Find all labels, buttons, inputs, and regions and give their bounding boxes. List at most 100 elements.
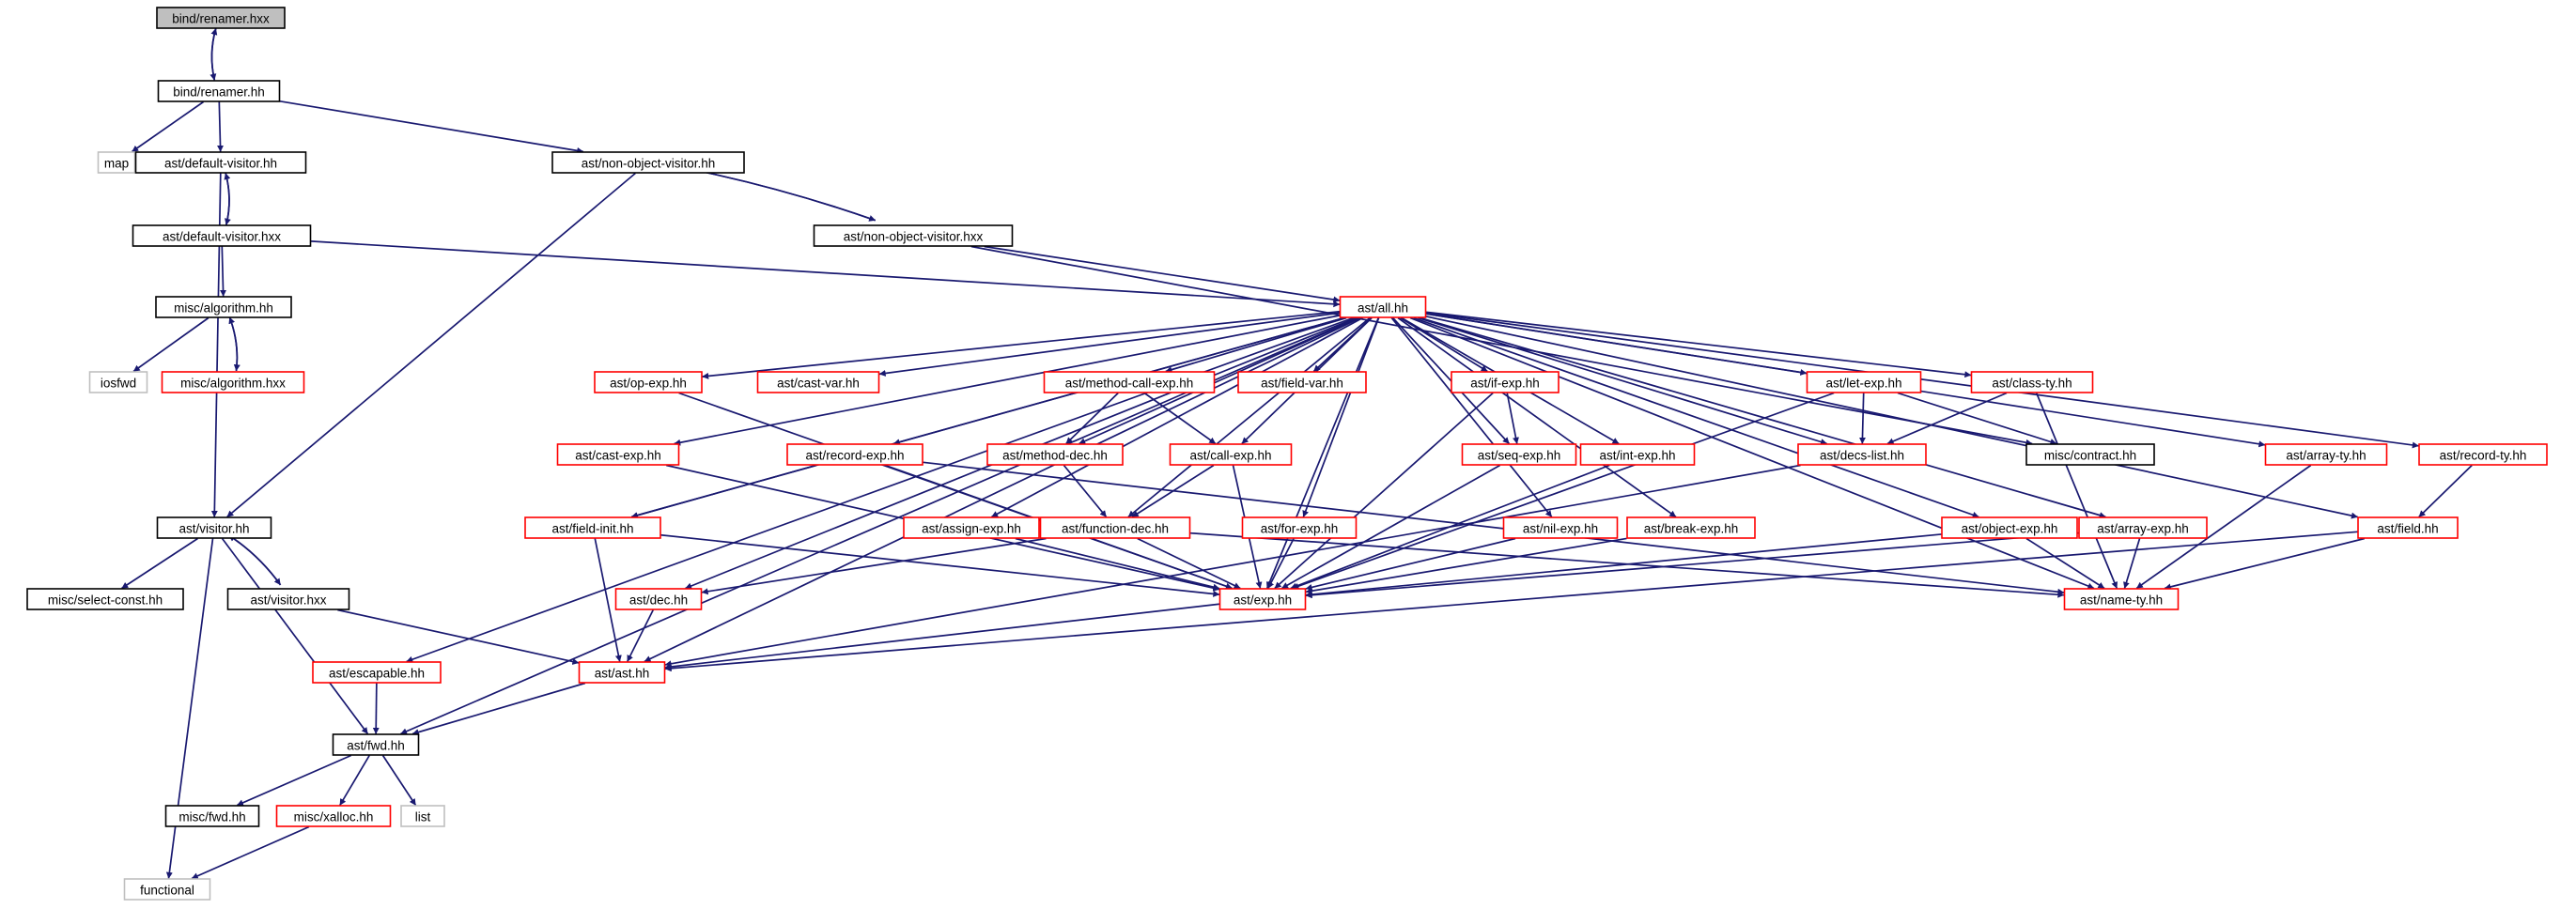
graph-node-function-dec[interactable]: ast/function-dec.hh [1039,516,1191,539]
graph-node-visitor-hh[interactable]: ast/visitor.hh [156,516,272,539]
graph-node-non-object-visitor-hh[interactable]: ast/non-object-visitor.hh [551,151,745,174]
graph-node-array-ty[interactable]: ast/array-ty.hh [2264,443,2388,466]
graph-node-method-call-exp[interactable]: ast/method-call-exp.hh [1043,371,1216,393]
graph-node-dec[interactable]: ast/dec.hh [614,588,703,610]
node-label: ast/for-exp.hh [1261,522,1339,536]
graph-node-field-init[interactable]: ast/field-init.hh [524,516,661,539]
graph-node-field[interactable]: ast/field.hh [2357,516,2459,539]
graph-node-if-exp[interactable]: ast/if-exp.hh [1451,371,1560,393]
graph-node-visitor-hxx[interactable]: ast/visitor.hxx [226,588,350,610]
graph-node-call-exp[interactable]: ast/call-exp.hh [1169,443,1293,466]
edges-layer [121,28,2473,880]
node-label: map [104,157,129,171]
graph-node-field-var[interactable]: ast/field-var.hh [1237,371,1367,393]
graph-node-record-exp[interactable]: ast/record-exp.hh [786,443,923,466]
graph-node-object-exp[interactable]: ast/object-exp.hh [1941,516,2078,539]
graph-node-seq-exp[interactable]: ast/seq-exp.hh [1461,443,1577,466]
graph-node-for-exp[interactable]: ast/for-exp.hh [1241,516,1358,539]
graph-node-list[interactable]: list [400,805,445,827]
graph-node-non-object-visitor-hxx[interactable]: ast/non-object-visitor.hxx [813,224,1014,247]
graph-node-exp[interactable]: ast/exp.hh [1218,588,1307,610]
edge-field-init-to-exp [660,533,1220,597]
graph-node-map[interactable]: map [97,151,136,174]
graph-node-default-visitor-hh[interactable]: ast/default-visitor.hh [134,151,307,174]
edge-all-hh-to-exp [1265,317,1380,589]
edge-fwd-to-xalloc [339,755,370,806]
graph-node-break-exp[interactable]: ast/break-exp.hh [1626,516,1756,539]
graph-node-decs-list[interactable]: ast/decs-list.hh [1797,443,1927,466]
edge-function-dec-to-exp [1137,537,1241,590]
graph-node-method-dec[interactable]: ast/method-dec.hh [986,443,1124,466]
graph-node-bind-renamer-hh[interactable]: bind/renamer.hh [157,80,281,102]
node-label: ast/fwd.hh [347,739,405,753]
edge-all-hh-to-if-exp [1400,316,1488,373]
edge-record-exp-to-name-ty [923,461,2065,595]
node-box [2418,443,2548,466]
graph-node-all-hh[interactable]: ast/all.hh [1339,296,1427,318]
node-label: bind/renamer.hh [173,85,265,100]
edge-all-hh-to-cast-var [878,312,1341,377]
node-label: ast/let-exp.hh [1825,377,1901,391]
node-box [123,878,211,901]
edge-xalloc-to-functional [191,825,310,880]
node-label: ast/object-exp.hh [1962,522,2058,536]
edge-algorithm-hh-to-iosfwd [132,316,209,373]
graph-node-ast[interactable]: ast/ast.hh [578,661,666,684]
node-label: ast/record-exp.hh [805,449,904,463]
edge-break-exp-to-exp [1305,537,1627,594]
node-box [1169,443,1293,466]
graph-node-cast-var[interactable]: ast/cast-var.hh [756,371,880,393]
node-box [551,151,745,174]
graph-node-name-ty[interactable]: ast/name-ty.hh [2063,588,2180,610]
edge-if-exp-to-exp [1274,392,1494,590]
graph-node-cast-exp[interactable]: ast/cast-exp.hh [556,443,680,466]
edge-decs-list-to-ast [664,464,1801,668]
graph-node-let-exp[interactable]: ast/let-exp.hh [1806,371,1922,393]
node-label: misc/xalloc.hh [294,810,374,824]
graph-node-contract[interactable]: misc/contract.hh [2025,443,2155,466]
edge-dec-to-ast [626,609,655,662]
graph-node-escapable[interactable]: ast/escapable.hh [312,661,442,684]
graph-node-fwd[interactable]: ast/fwd.hh [332,733,420,756]
node-box [2063,588,2180,610]
graph-node-nil-exp[interactable]: ast/nil-exp.hh [1502,516,1619,539]
node-box [332,733,420,756]
graph-node-record-ty[interactable]: ast/record-ty.hh [2418,443,2548,466]
node-label: ast/name-ty.hh [2080,593,2163,608]
graph-node-xalloc[interactable]: misc/xalloc.hh [275,805,392,827]
graph-node-array-exp[interactable]: ast/array-exp.hh [2078,516,2208,539]
node-box [1241,516,1358,539]
edge-method-call-exp-to-method-dec [1065,392,1119,445]
node-label: ast/field-var.hh [1261,377,1343,391]
graph-node-class-ty[interactable]: ast/class-ty.hh [1970,371,2094,393]
edge-exp-to-ast [664,603,1220,670]
edge-all-hh-to-break-exp [1397,316,1677,518]
edge-function-dec-to-dec [701,537,1047,595]
node-box [986,443,1124,466]
graph-node-iosfwd[interactable]: iosfwd [88,371,148,393]
node-label: list [415,810,431,824]
node-label: ast/visitor.hxx [250,593,326,608]
node-label: ast/break-exp.hh [1644,522,1739,536]
graph-node-op-exp[interactable]: ast/op-exp.hh [594,371,703,393]
graph-node-misc-fwd[interactable]: misc/fwd.hh [164,805,260,827]
graph-node-bind-renamer-hxx[interactable]: bind/renamer.hxx [156,7,286,29]
graph-node-functional[interactable]: functional [123,878,211,901]
node-box [156,7,286,29]
node-label: ast/record-ty.hh [2440,449,2527,463]
node-box [26,588,184,610]
graph-node-default-visitor-hxx[interactable]: ast/default-visitor.hxx [132,224,312,247]
node-label: ast/escapable.hh [329,667,425,681]
edge-all-hh-to-decs-list [1418,316,1827,445]
graph-node-algorithm-hh[interactable]: misc/algorithm.hh [155,296,292,318]
edge-all-hh-to-op-exp [702,310,1341,379]
graph-node-algorithm-hxx[interactable]: misc/algorithm.hxx [161,371,305,393]
graph-node-assign-exp[interactable]: ast/assign-exp.hh [903,516,1040,539]
node-box [275,805,392,827]
node-label: ast/int-exp.hh [1599,449,1675,463]
edge-call-exp-to-function-dec [1131,464,1215,518]
node-box [2264,443,2388,466]
graph-node-int-exp[interactable]: ast/int-exp.hh [1579,443,1696,466]
graph-node-select-const[interactable]: misc/select-const.hh [26,588,184,610]
edge-all-hh-to-assign-exp [991,316,1363,518]
